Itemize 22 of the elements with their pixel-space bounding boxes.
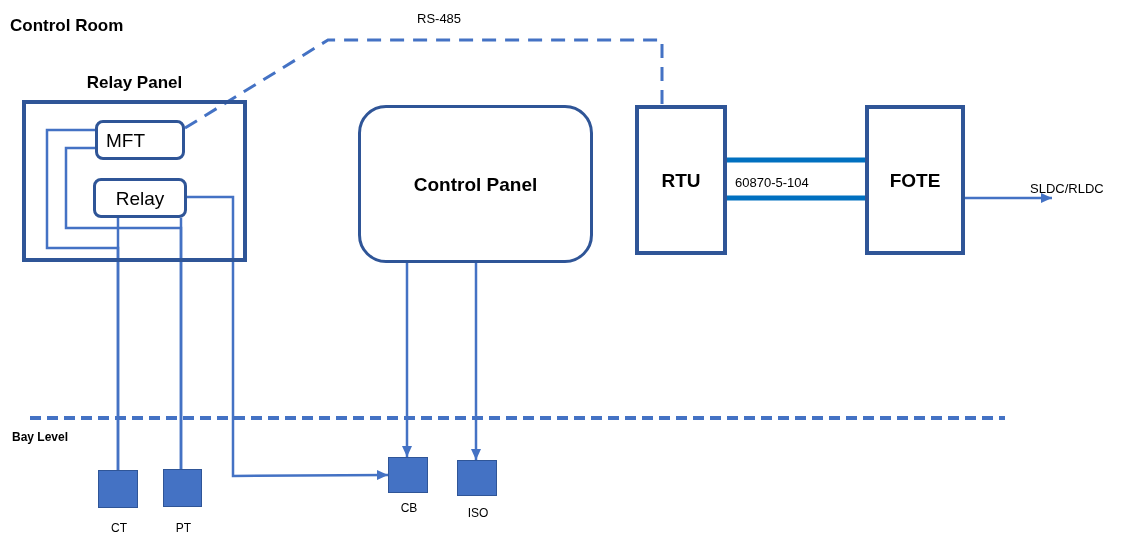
component-label: CT — [111, 520, 127, 537]
arrow — [965, 193, 1052, 203]
destination-label: SLDC/RLDC — [1030, 178, 1114, 198]
connector-line — [727, 195, 865, 201]
device-box: Relay — [93, 178, 187, 218]
panel-heading: Relay Panel — [85, 72, 184, 94]
area-label: Bay Level — [12, 429, 69, 446]
device-box: Control Panel — [358, 105, 593, 263]
arrow — [187, 195, 388, 481]
connector-line — [184, 38, 664, 130]
component-label: ISO — [467, 505, 489, 522]
component-label: CB — [400, 500, 418, 517]
device-box: FOTE — [865, 105, 965, 255]
arrow — [402, 263, 412, 457]
connector-line — [64, 146, 183, 469]
component-label: PT — [175, 520, 192, 537]
arrow — [471, 263, 481, 460]
area-label: Control Room — [10, 15, 124, 37]
device-box: RTU — [635, 105, 727, 255]
connector-line — [45, 128, 120, 470]
device-box: MFT — [95, 120, 185, 160]
connector-line — [727, 157, 865, 163]
